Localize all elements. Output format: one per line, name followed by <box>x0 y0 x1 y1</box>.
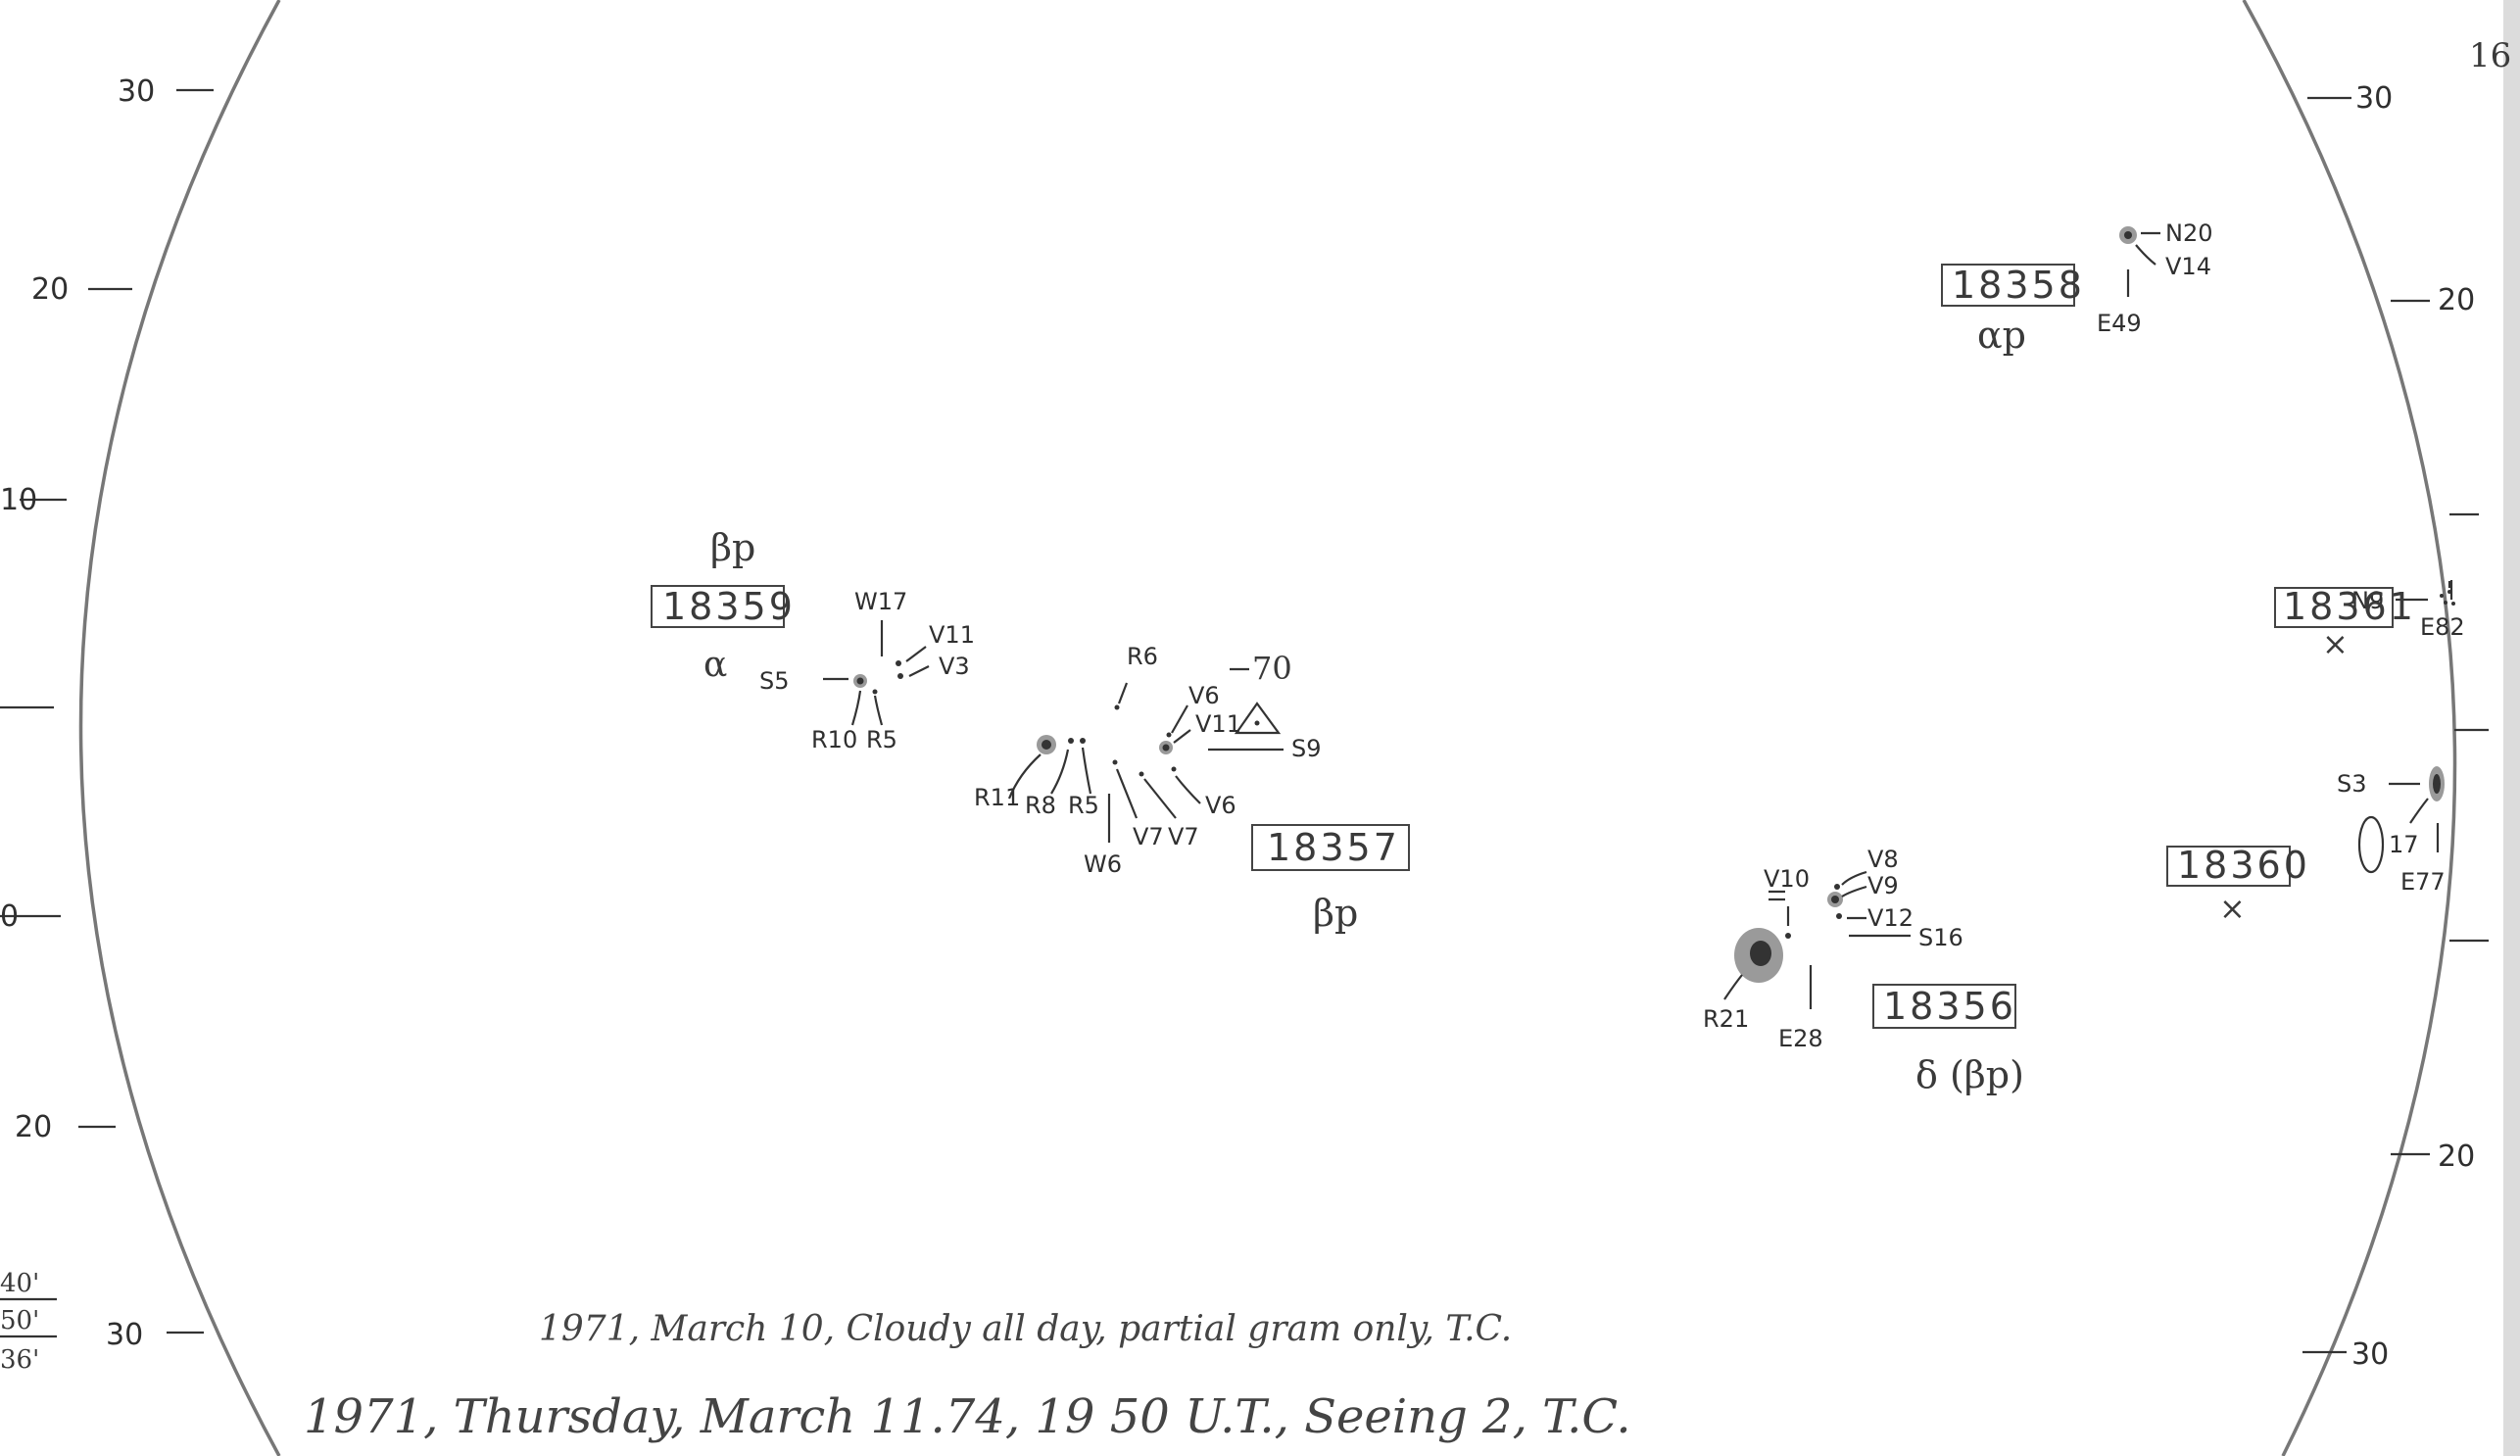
svg-text:E77: E77 <box>2400 868 2446 896</box>
svg-text:E49: E49 <box>2097 310 2142 337</box>
region-number-18361: 18361 <box>2283 585 2416 628</box>
class-below-18358: αp <box>1977 314 2026 357</box>
left-tick-10-top: 10 <box>0 483 37 517</box>
region-number-18358: 18358 <box>1952 264 2085 307</box>
region-number-18357: 18357 <box>1267 826 1400 869</box>
left-tick-30-top: 30 <box>118 74 155 109</box>
group-18358: N20 V14 E49 18358 αp <box>1941 219 2213 357</box>
left-tick-20-bottom: 20 <box>15 1110 52 1144</box>
left-latitude-scale: 30 20 10 0 20 30 <box>0 74 214 1352</box>
right-tick-30-bottom: 30 <box>2351 1337 2389 1372</box>
svg-text:17: 17 <box>2389 831 2419 858</box>
svg-text:S9: S9 <box>1291 735 1322 762</box>
left-tick-30-bottom: 30 <box>106 1318 143 1352</box>
solar-limb-right <box>2242 0 2457 1456</box>
page-edge-shadow <box>2503 0 2520 1456</box>
region-number-18356: 18356 <box>1883 985 2016 1028</box>
left-tick-0: 0 <box>0 899 19 934</box>
svg-text:V11: V11 <box>929 621 975 649</box>
class-below-18356: δ (βp) <box>1915 1053 2024 1096</box>
class-below-18357: βp <box>1313 892 1358 935</box>
svg-text:R21: R21 <box>1703 1005 1749 1033</box>
class-below-18361: × <box>2322 625 2349 662</box>
svg-text:V6: V6 <box>1188 682 1220 709</box>
svg-text:R6: R6 <box>1127 643 1158 670</box>
group-18359: βp 18359 α W17 V11 V3 S5 R10 R5 <box>651 526 975 753</box>
group-18361: N9 E82 18361 × <box>2274 580 2465 662</box>
svg-text:R11: R11 <box>974 784 1020 811</box>
box-18357 <box>1251 824 1410 871</box>
svg-text:40': 40' <box>0 1269 39 1298</box>
left-tick-20-top: 20 <box>31 272 69 307</box>
page-number: 16 <box>2469 36 2511 75</box>
class-below-18359: α <box>703 645 727 685</box>
svg-text:V9: V9 <box>1867 872 1899 899</box>
group-18356: V10 V8 V9 V12 S16 R21 E28 18356 δ (βp) <box>1703 846 2024 1096</box>
svg-text:V3: V3 <box>939 653 970 680</box>
svg-text:V12: V12 <box>1867 904 1914 932</box>
svg-text:W17: W17 <box>854 588 907 615</box>
group-18357: R6 V6 V11 70 S9 R11 R8 R5 W6 V7 V7 V6 18… <box>974 643 1410 935</box>
solar-limb-left <box>78 0 281 1456</box>
svg-text:S3: S3 <box>2337 770 2367 798</box>
svg-text:E82: E82 <box>2420 613 2465 641</box>
box-18360 <box>2166 846 2291 887</box>
svg-text:N20: N20 <box>2165 219 2213 247</box>
svg-text:R10: R10 <box>811 726 857 753</box>
box-18359 <box>651 585 785 628</box>
svg-text:V6: V6 <box>1205 792 1236 819</box>
right-tick-30-top: 30 <box>2355 81 2393 116</box>
group-18360: S3 E77 17 18360 × <box>2166 766 2446 927</box>
class-above-18359: βp <box>710 526 755 569</box>
svg-text:36': 36' <box>0 1345 39 1375</box>
right-latitude-scale: 30 20 20 30 <box>2302 81 2489 1372</box>
svg-text:W6: W6 <box>1084 850 1122 878</box>
box-18356 <box>1872 984 2016 1029</box>
note-march-10: 1971, March 10, Cloudy all day, partial … <box>539 1309 1512 1349</box>
region-number-18360: 18360 <box>2177 844 2310 887</box>
svg-text:V11: V11 <box>1195 710 1241 738</box>
svg-text:R5: R5 <box>866 726 897 753</box>
svg-text:S16: S16 <box>1918 924 1963 951</box>
svg-text:50': 50' <box>0 1306 39 1335</box>
right-tick-20-bottom: 20 <box>2438 1140 2475 1174</box>
svg-text:V7: V7 <box>1168 823 1199 850</box>
box-18358 <box>1941 264 2075 307</box>
svg-text:V8: V8 <box>1867 846 1899 873</box>
right-tick-20-top: 20 <box>2438 283 2475 317</box>
left-margin-notes: 40' 50' 36' <box>0 1269 57 1375</box>
svg-text:V10: V10 <box>1764 865 1810 893</box>
svg-text:70: 70 <box>1252 650 1292 687</box>
svg-text:S5: S5 <box>759 667 790 695</box>
region-number-18359: 18359 <box>662 585 796 628</box>
class-below-18360: × <box>2219 890 2246 927</box>
box-18361 <box>2274 587 2394 628</box>
svg-text:N9: N9 <box>2351 587 2384 614</box>
note-march-11: 1971, Thursday, March 11.74, 19 50 U.T.,… <box>304 1389 1631 1444</box>
svg-text:R5: R5 <box>1068 792 1099 819</box>
svg-text:V14: V14 <box>2165 253 2211 280</box>
svg-text:V7: V7 <box>1133 823 1164 850</box>
svg-text:E28: E28 <box>1778 1025 1823 1052</box>
svg-text:R8: R8 <box>1025 792 1056 819</box>
